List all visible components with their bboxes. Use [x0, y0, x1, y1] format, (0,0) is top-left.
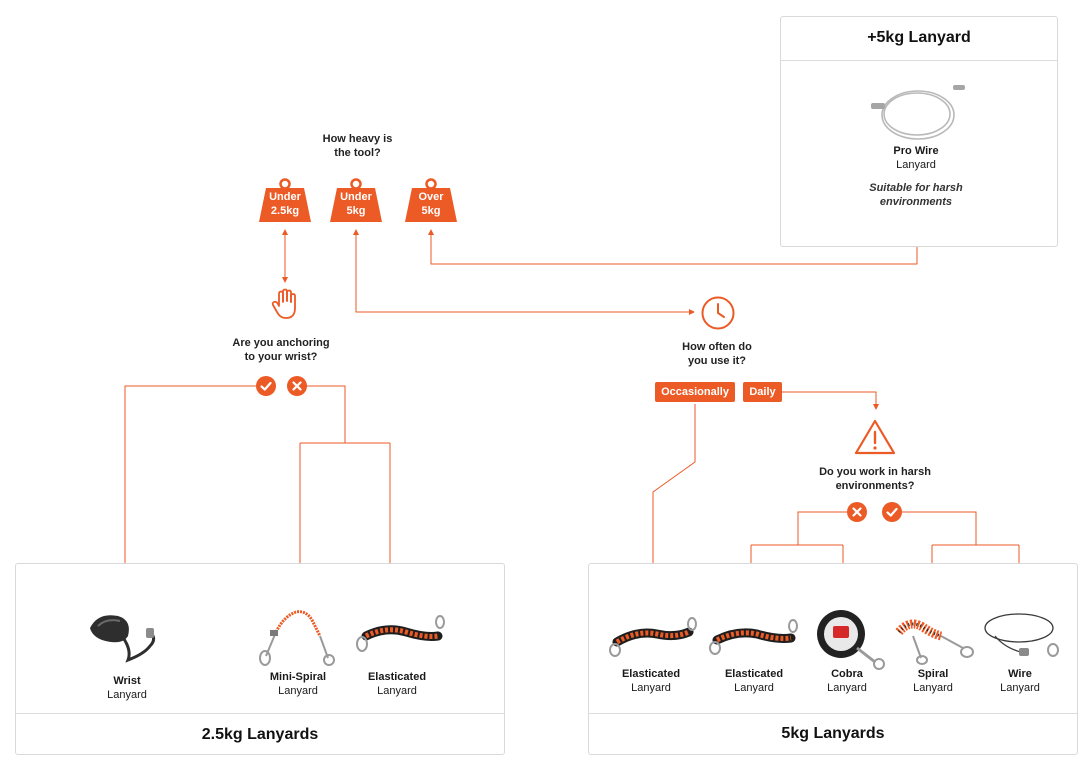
- weight-icon: [259, 178, 311, 222]
- harsh-yes-button[interactable]: [882, 502, 902, 522]
- warning-icon: [854, 419, 896, 455]
- usage-question: How often do you use it?: [682, 341, 752, 367]
- product-spiral[interactable]: Spiral Lanyard: [913, 668, 953, 694]
- panel-title: 2.5kg Lanyards: [201, 726, 319, 743]
- clock-icon: [701, 296, 735, 330]
- usage-daily-button[interactable]: Daily: [743, 382, 782, 402]
- connector-wrist-yes: [122, 385, 256, 587]
- panel-title: 5kg Lanyards: [781, 725, 885, 742]
- close-icon: [292, 381, 302, 391]
- connector-wrist-no: [306, 385, 346, 443]
- wrist-lanyard-image[interactable]: [88, 606, 168, 664]
- wrist-yes-button[interactable]: [256, 376, 276, 396]
- connector-daily: [782, 391, 879, 410]
- close-icon: [852, 507, 862, 517]
- panel-title: +5kg Lanyard: [867, 29, 971, 46]
- product-elasticated[interactable]: Elasticated Lanyard: [621, 668, 681, 694]
- elasticated-lanyard-image[interactable]: [609, 616, 697, 660]
- harsh-no-button[interactable]: [847, 502, 867, 522]
- connector-occasionally: [650, 404, 696, 595]
- connector-harsh-yes: [902, 511, 977, 545]
- pro-wire-note: Suitable for harsh environments: [869, 182, 963, 208]
- product-wrist[interactable]: Wrist Lanyard: [107, 675, 147, 701]
- product-pro-wire[interactable]: Pro Wire Lanyard: [893, 145, 939, 171]
- check-icon: [886, 507, 898, 517]
- mini-spiral-lanyard-image[interactable]: [256, 602, 336, 666]
- product-wire[interactable]: Wire Lanyard: [1000, 668, 1040, 694]
- pro-wire-lanyard-image[interactable]: [865, 77, 971, 149]
- product-elasticated[interactable]: Elasticated Lanyard: [367, 671, 427, 697]
- product-cobra[interactable]: Cobra Lanyard: [827, 668, 867, 694]
- usage-occasionally-button[interactable]: Occasionally: [655, 382, 735, 402]
- panel-divider: [781, 60, 1057, 61]
- cobra-lanyard-image[interactable]: [813, 606, 893, 670]
- elasticated-lanyard-image[interactable]: [709, 616, 799, 660]
- elasticated-lanyard-image[interactable]: [356, 614, 446, 658]
- panel-divider: [16, 713, 504, 714]
- wrist-question: Are you anchoring to your wrist?: [232, 337, 330, 363]
- panel-5kg-plus: +5kg Lanyard Pro Wire Lanyard Suitable f…: [780, 16, 1058, 247]
- harsh-question: Do you work in harsh environments?: [819, 466, 931, 492]
- product-elasticated[interactable]: Elasticated Lanyard: [724, 668, 784, 694]
- panel-2-5kg: Wrist Lanyard Mini-Spiral Lanyard Elasti…: [15, 563, 505, 755]
- connector-under5-usage: [353, 229, 695, 315]
- wrist-no-button[interactable]: [287, 376, 307, 396]
- wire-lanyard-image[interactable]: [981, 606, 1063, 666]
- connector-harsh-no: [797, 511, 847, 545]
- weight-icon: [405, 178, 457, 222]
- hand-icon: [271, 288, 296, 319]
- weight-question: How heavy is the tool?: [322, 133, 393, 159]
- product-mini-spiral[interactable]: Mini-Spiral Lanyard: [269, 671, 327, 697]
- panel-divider: [589, 713, 1077, 714]
- spiral-lanyard-image[interactable]: [891, 612, 977, 666]
- panel-5kg: Elasticated Lanyard Elasticated Lanyard …: [588, 563, 1078, 755]
- check-icon: [260, 381, 272, 391]
- weight-icon: [330, 178, 382, 222]
